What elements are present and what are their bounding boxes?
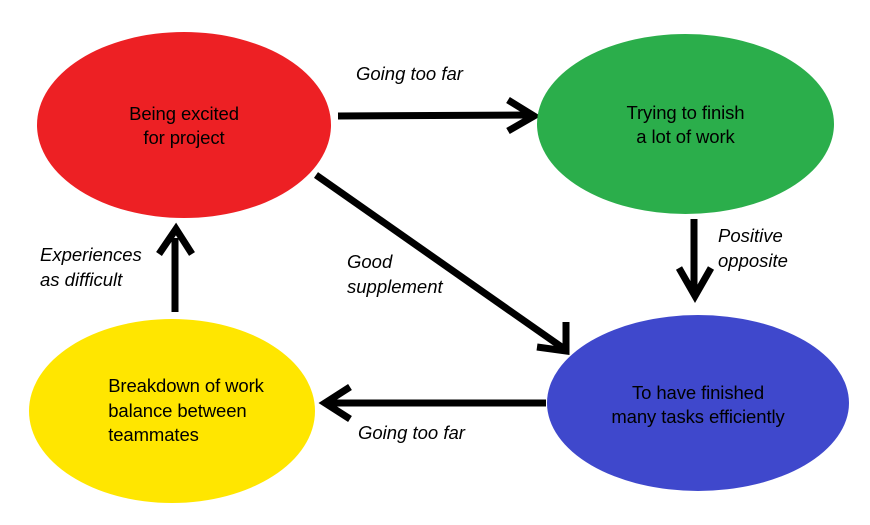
arrow-green-to-blue <box>675 219 715 304</box>
arrow-red-to-blue <box>313 172 570 356</box>
edge-label-green-to-blue: Positive opposite <box>718 225 788 271</box>
edge-label-yellow-to-red: Experiences as difficult <box>40 244 142 290</box>
node-to-have-finished-many-tasks-efficiently[interactable]: To have finished many tasks efficiently <box>547 315 849 491</box>
node-trying-to-finish-a-lot-of-work[interactable]: Trying to finish a lot of work <box>537 34 834 214</box>
node-label-blue: To have finished many tasks efficiently <box>611 381 785 427</box>
edge-label-red-to-green: Going too far <box>356 63 463 84</box>
arrow-yellow-to-red <box>156 222 195 312</box>
arrow-red-to-green <box>337 97 541 135</box>
node-being-excited-for-project[interactable]: Being excited for project <box>37 32 331 218</box>
node-label-red: Being excited for project <box>129 102 239 148</box>
node-breakdown-of-work-balance[interactable]: Breakdown of work balance between teamma… <box>29 319 315 503</box>
node-label-yellow: Breakdown of work balance between teamma… <box>108 375 264 446</box>
edge-label-red-to-blue: Good supplement <box>347 251 443 297</box>
node-label-green: Trying to finish a lot of work <box>626 101 745 147</box>
edge-label-blue-to-yellow: Going too far <box>358 422 465 443</box>
arrow-blue-to-yellow <box>318 384 546 422</box>
